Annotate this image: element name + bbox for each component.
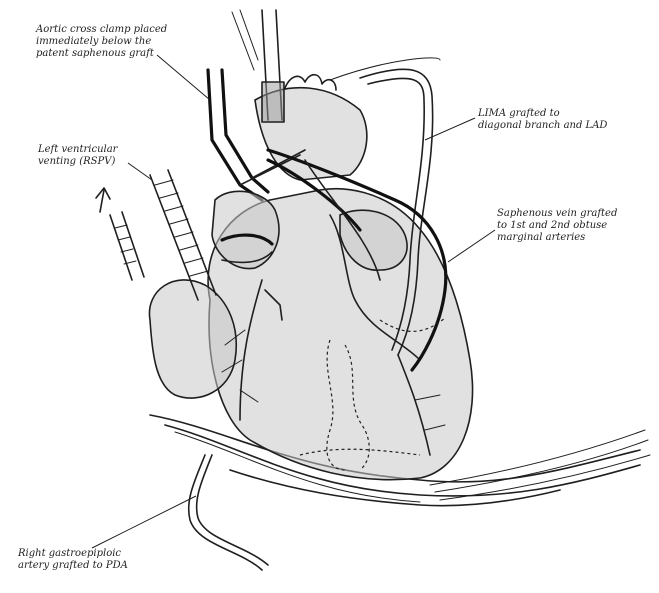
label-gastroepiploic: Right gastroepiploic artery grafted to P… — [18, 548, 128, 572]
label-line: Aortic cross clamp placed — [36, 24, 167, 36]
label-line: Saphenous vein grafted — [497, 208, 617, 220]
label-line: marginal arteries — [497, 232, 617, 244]
label-line: patent saphenous graft — [36, 48, 167, 60]
label-saphenous-vein: Saphenous vein grafted to 1st and 2nd ob… — [497, 208, 617, 244]
label-line: to 1st and 2nd obtuse — [497, 220, 617, 232]
label-line: diagonal branch and LAD — [478, 120, 607, 132]
label-line: Left ventricular — [38, 144, 117, 156]
label-line: LIMA grafted to — [478, 108, 607, 120]
label-line: venting (RSPV) — [38, 156, 117, 168]
label-line: immediately below the — [36, 36, 167, 48]
label-lv-venting: Left ventricular venting (RSPV) — [38, 144, 117, 168]
gastroepiploic-artery — [189, 455, 268, 570]
lv-vent-cannula — [96, 170, 216, 300]
label-line: Right gastroepiploic — [18, 548, 128, 560]
label-lima: LIMA grafted to diagonal branch and LAD — [478, 108, 607, 132]
label-line: artery grafted to PDA — [18, 560, 128, 572]
label-aortic-cross-clamp: Aortic cross clamp placed immediately be… — [36, 24, 167, 60]
